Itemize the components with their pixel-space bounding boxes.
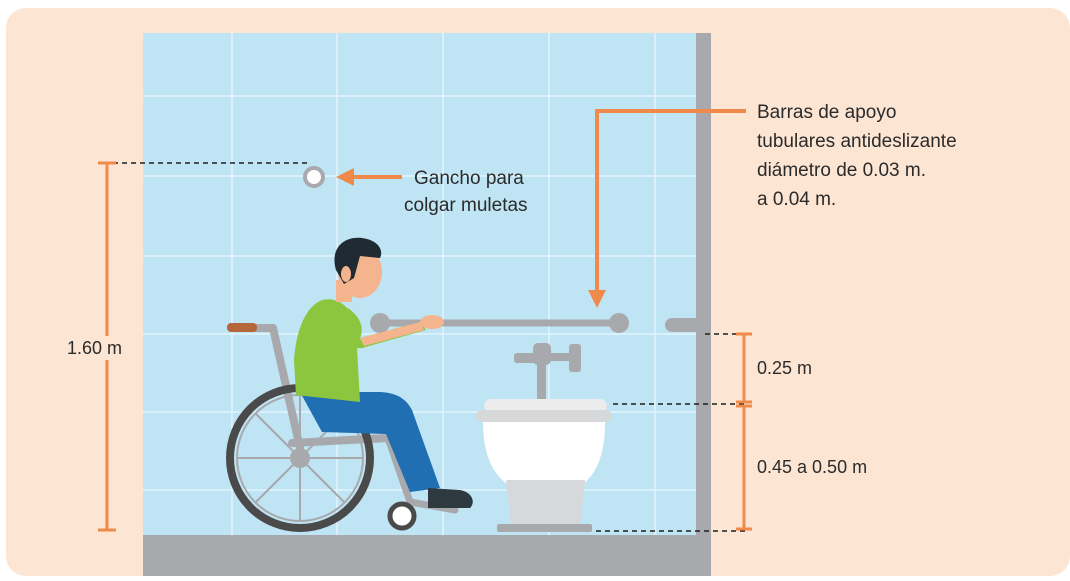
label-grab-bars-line-2: tubulares antideslizante — [757, 131, 957, 152]
hook-icon — [303, 166, 325, 188]
label-seat-height: 0.45 a 0.50 m — [757, 457, 867, 477]
floor — [143, 535, 711, 576]
label-height-total: 1.60 m — [67, 338, 122, 358]
grab-bar-pointer-arrow — [588, 109, 746, 308]
label-crutch-hook: Gancho para colgar muletas — [404, 168, 529, 216]
label-grab-bars-line-3: diámetro de 0.03 m. — [757, 160, 926, 181]
dashed-guides — [113, 162, 748, 532]
dimension-bracket-bar — [736, 332, 752, 404]
dimension-bracket-seat — [736, 404, 752, 531]
hook-pointer-arrow — [336, 168, 402, 186]
label-grab-bars-line-4: a 0.04 m. — [757, 189, 836, 210]
wheelchair-user-illustration — [226, 237, 473, 532]
side-wall — [696, 33, 711, 576]
label-crutch-hook-line-2: colgar muletas — [404, 195, 528, 216]
label-crutch-hook-line-1: Gancho para — [414, 168, 524, 189]
label-grab-bars: Barras de apoyo tubulares antideslizante… — [757, 102, 962, 210]
label-grab-bars-line-1: Barras de apoyo — [757, 102, 896, 123]
label-bar-above-seat: 0.25 m — [757, 358, 812, 378]
toilet-illustration — [476, 343, 612, 532]
